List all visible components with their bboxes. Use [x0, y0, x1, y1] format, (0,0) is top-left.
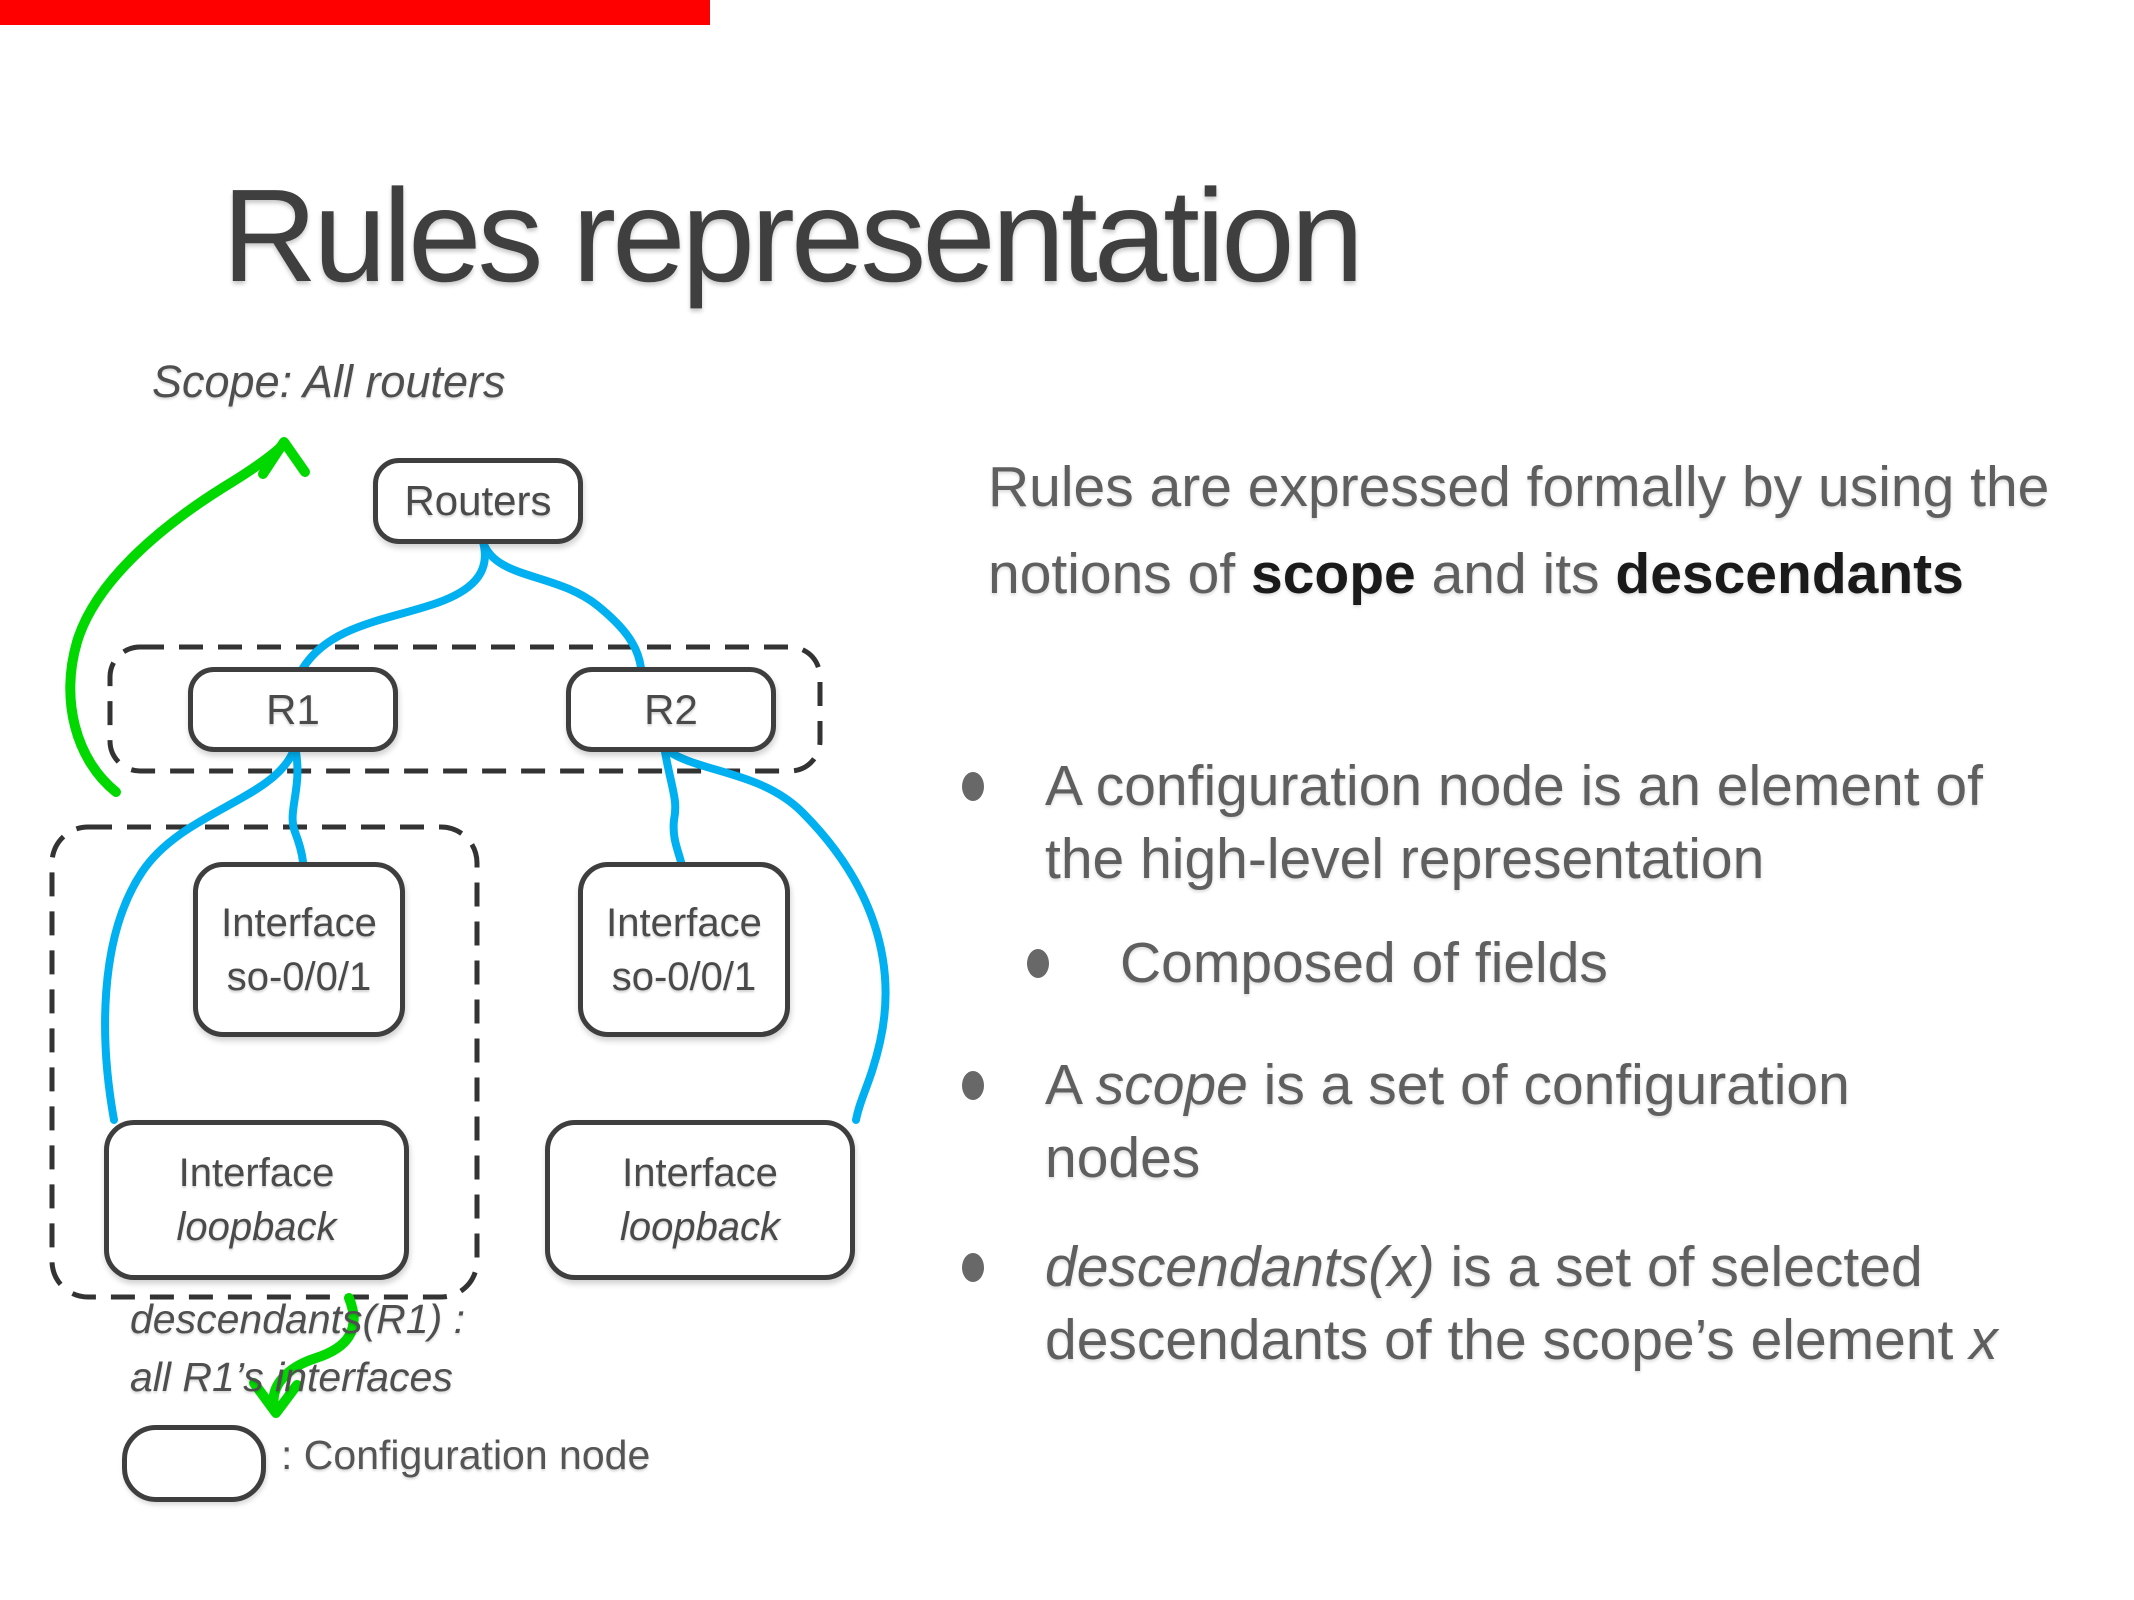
node-label-line1: Interface [622, 1151, 778, 1195]
intro-part2: and its [1415, 542, 1616, 606]
bullet2-part2: is a set of configuration nodes [1045, 1053, 1850, 1190]
node-label-line1: Interface [606, 900, 762, 945]
bullet3-italic-descendants: descendants(x) [1045, 1235, 1435, 1299]
intro-bold-scope: scope [1251, 542, 1416, 606]
edge-r2-if-so [661, 748, 685, 866]
scope-label: Scope: All routers [152, 356, 506, 407]
descendants-arrow-down-head [249, 1378, 302, 1418]
node-r2-interface-loopback: Interface loopback [545, 1120, 855, 1280]
node-label-line2: so-0/0/1 [226, 954, 372, 999]
sub-bullet-dot [1027, 949, 1049, 978]
node-label-line2: loopback [176, 1205, 337, 1249]
scope-dashed-boxes [49, 644, 823, 1300]
descendants-label-line1: descendants(R1) : [130, 1296, 466, 1342]
node-label-line2: loopback [619, 1205, 781, 1249]
edge-routers-r2 [479, 538, 645, 672]
node-r1-interface-loopback: Interface loopback [104, 1120, 409, 1280]
node-label-line1: Interface [178, 1151, 335, 1195]
legend-label: : Configuration node [281, 1432, 651, 1478]
edge-r1-if-so [288, 748, 307, 866]
intro-paragraph: Rules are expressed formally by using th… [988, 444, 2063, 618]
scope-arrow-up-head [258, 437, 310, 479]
node-label-line2: so-0/0/1 [611, 954, 757, 999]
bullet-scope-definition: A scope is a set of configuration nodes [1045, 1049, 1995, 1195]
bullet-descendants-definition: descendants(x) is a set of selected desc… [1045, 1231, 2085, 1377]
progress-bar [0, 0, 710, 25]
node-r1-label: R1 [266, 685, 320, 733]
node-label-line1: Interface [221, 900, 377, 945]
node-r2: R2 [566, 667, 776, 752]
bullet3-italic-x: x [1969, 1308, 1998, 1372]
node-r2-label: R2 [644, 685, 698, 733]
node-routers: Routers [373, 458, 583, 544]
descendants-label: descendants(R1) : all R1’s interfaces [130, 1290, 465, 1406]
node-r1: R1 [188, 667, 398, 752]
descendants-arrow-down [268, 1293, 359, 1415]
edge-r1-if-loopback [101, 748, 297, 1124]
edge-r2-if-loopback [666, 748, 890, 1124]
descendants-label-line2: all R1’s interfaces [130, 1354, 453, 1401]
scope-box-r1-descendants [49, 824, 480, 1300]
scope-box-routers [107, 644, 823, 774]
bullet2-part1: A [1045, 1053, 1096, 1117]
bullet-dot [962, 1253, 984, 1282]
bullet-configuration-node: A configuration node is an element of th… [1045, 754, 1983, 891]
legend-node-shape [122, 1425, 266, 1502]
bullet-dot [962, 1071, 984, 1100]
intro-part1: Rules are expressed formally by using th… [988, 455, 2050, 606]
node-r2-interface-so: Interface so-0/0/1 [578, 862, 790, 1037]
edge-routers-r1 [299, 538, 489, 672]
node-r1-interface-so: Interface so-0/0/1 [193, 862, 405, 1037]
sub-bullet-composed-of-fields: Composed of fields [1120, 931, 1608, 995]
scope-arrow-up [65, 439, 289, 797]
intro-bold-descendants: descendants [1615, 542, 1964, 606]
bullet3-part1: is a set of selected descendants of the … [1045, 1235, 1970, 1372]
tree-edges [101, 538, 890, 1124]
bullet-dot [962, 772, 984, 801]
bullet2-italic-scope: scope [1095, 1053, 1248, 1117]
node-routers-label: Routers [404, 477, 552, 524]
scope-arrows [65, 437, 359, 1418]
slide-title: Rules representation [222, 162, 1364, 309]
